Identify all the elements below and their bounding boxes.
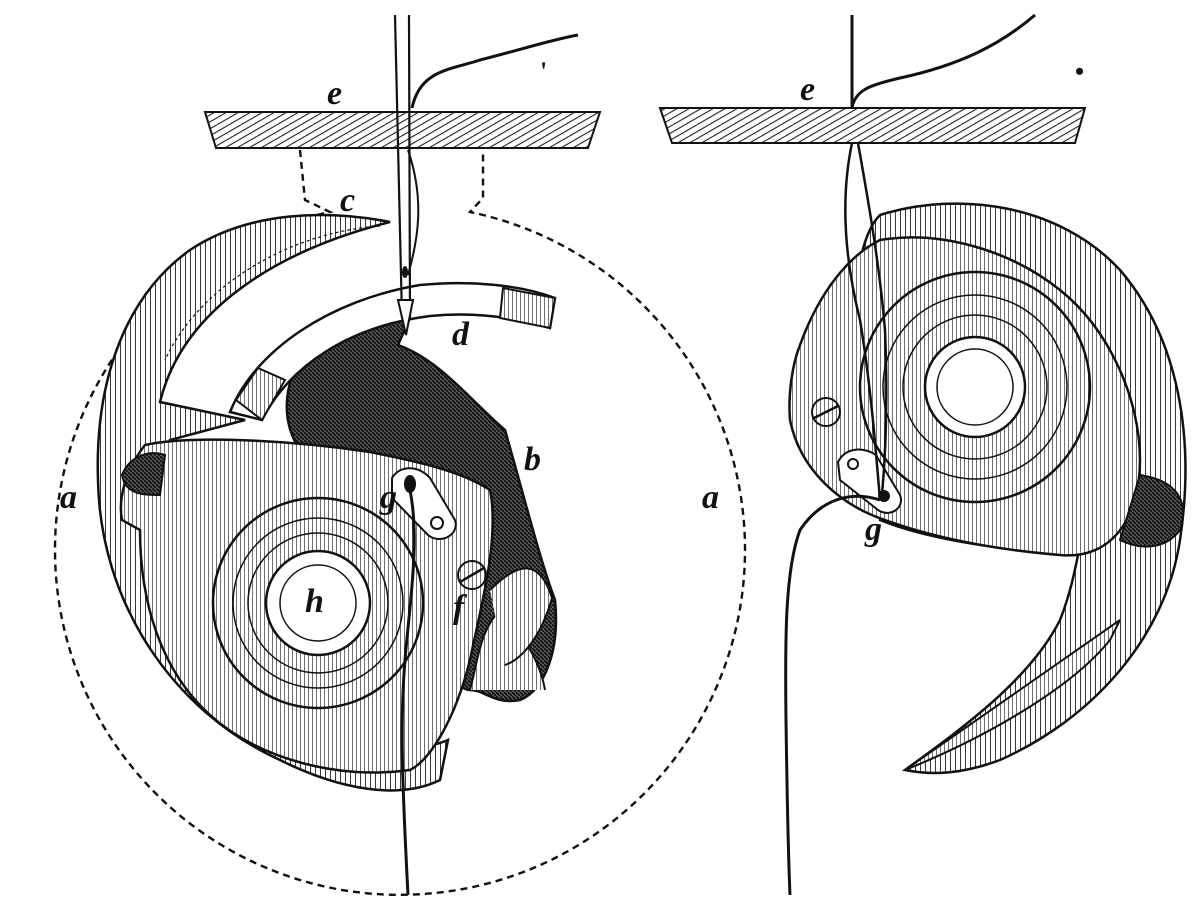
- label-e-right: e: [800, 71, 815, 108]
- screw-right: [811, 397, 841, 427]
- label-mark-left: ': [540, 57, 547, 86]
- label-a-left: a: [60, 479, 77, 516]
- thread-loop-right: [844, 142, 882, 501]
- label-b: b: [524, 441, 541, 478]
- screw: [457, 560, 487, 590]
- bobbin-thread: [400, 489, 416, 896]
- left-panel: e ' c d a a b g h f: [53, 14, 747, 896]
- label-g-left: g: [379, 479, 397, 516]
- bobbin-thread-right: [784, 494, 881, 896]
- label-h: h: [305, 583, 324, 620]
- needle-plate: [203, 111, 602, 149]
- label-a-right: a: [702, 479, 719, 516]
- label-g-right: g: [864, 511, 882, 548]
- label-e-left: e: [327, 75, 342, 112]
- upper-thread: [410, 33, 579, 109]
- upper-thread-right: [850, 13, 1036, 109]
- race-dashed-outline: [53, 149, 747, 896]
- label-f: f: [453, 589, 468, 626]
- bobbin-right: [858, 270, 1092, 504]
- label-c: c: [340, 182, 355, 219]
- needle-plate-right: [658, 107, 1087, 144]
- right-panel: e • g: [658, 13, 1187, 896]
- label-mark-right: •: [1075, 57, 1084, 86]
- bobbin: [211, 496, 425, 710]
- label-d: d: [452, 316, 470, 353]
